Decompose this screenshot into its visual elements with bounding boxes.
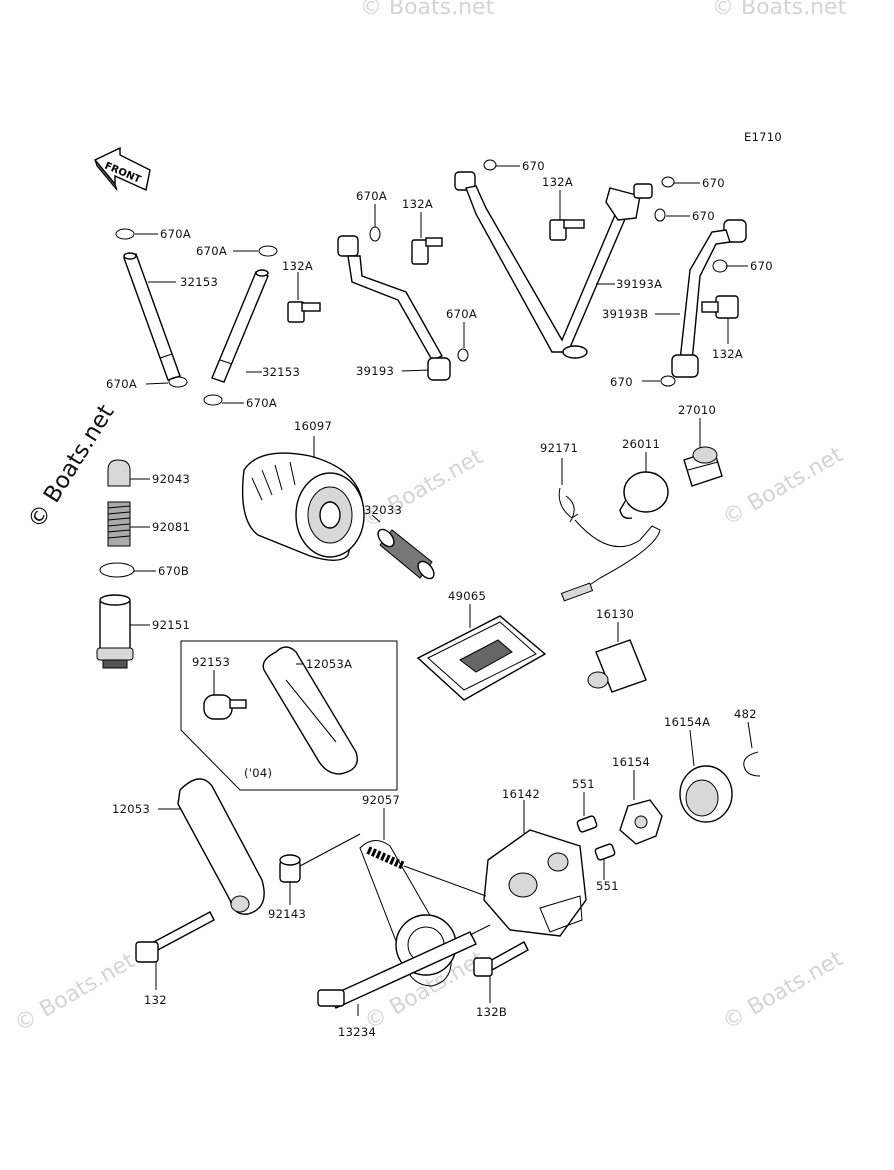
label-670A-c: 670A xyxy=(106,377,137,391)
label-132A-c: 132A xyxy=(542,175,573,189)
label-132: 132 xyxy=(144,993,167,1007)
watermark-top-1: © Boats.net xyxy=(360,0,495,20)
label-132B: 132B xyxy=(476,1005,507,1019)
year-box: ('04) xyxy=(180,640,398,791)
label-27010: 27010 xyxy=(678,403,716,417)
part-labels: 670A 32153 670A 32153 670A 670A 132A 670… xyxy=(106,159,773,1039)
label-12053A: 12053A xyxy=(306,657,352,671)
chain-guide xyxy=(177,778,265,915)
oil-pipe-39193A xyxy=(411,159,675,359)
pump-shaft xyxy=(317,931,477,1009)
watermarks: © Boats.net © Boats.net © Boats.net © Bo… xyxy=(11,0,848,1037)
label-39193: 39193 xyxy=(356,364,394,378)
label-39193A: 39193A xyxy=(616,277,662,291)
oil-pipe-right xyxy=(203,245,278,406)
oil-pipe-32033 xyxy=(377,528,435,580)
label-92057: 92057 xyxy=(362,793,400,807)
front-arrow: FRONT xyxy=(93,146,151,192)
label-32033: 32033 xyxy=(364,503,402,517)
label-49065: 49065 xyxy=(448,589,486,603)
watermark-side: © Boats.net xyxy=(23,400,119,533)
label-551-b: 551 xyxy=(596,879,619,893)
oil-pipe-left xyxy=(115,228,188,388)
watermark-mid-2: © Boats.net xyxy=(719,442,848,531)
label-16130: 16130 xyxy=(596,607,634,621)
oil-pipe-39193 xyxy=(287,226,469,381)
label-670A-a: 670A xyxy=(160,227,191,241)
label-92081: 92081 xyxy=(152,520,190,534)
label-482: 482 xyxy=(734,707,757,721)
diagram-code: E1710 xyxy=(744,130,782,144)
label-132A-d: 132A xyxy=(712,347,743,361)
label-670A-e: 670A xyxy=(356,189,387,203)
label-92151: 92151 xyxy=(152,618,190,632)
oil-filter xyxy=(241,452,365,561)
label-670-e: 670 xyxy=(610,375,633,389)
oil-pipe-fitting xyxy=(587,639,647,693)
label-16154A: 16154A xyxy=(664,715,710,729)
label-551-a: 551 xyxy=(572,777,595,791)
watermark-top-2: © Boats.net xyxy=(712,0,847,20)
label-32153-a: 32153 xyxy=(180,275,218,289)
outer-rotor xyxy=(679,765,733,823)
oil-pump xyxy=(483,829,587,937)
label-12053: 12053 xyxy=(112,802,150,816)
label-670A-f: 670A xyxy=(446,307,477,321)
dowel-pins xyxy=(576,815,616,861)
watermark-bot-1: © Boats.net xyxy=(11,948,140,1037)
year-note: ('04) xyxy=(244,766,272,780)
label-132A-b: 132A xyxy=(402,197,433,211)
label-670A-d: 670A xyxy=(246,396,277,410)
label-92153: 92153 xyxy=(192,655,230,669)
circlip xyxy=(743,751,761,777)
label-16142: 16142 xyxy=(502,787,540,801)
label-670-b: 670 xyxy=(702,176,725,190)
label-32153-b: 32153 xyxy=(262,365,300,379)
oil-pipe-39193B xyxy=(660,219,747,387)
label-670A-b: 670A xyxy=(196,244,227,258)
label-16154: 16154 xyxy=(612,755,650,769)
label-92043: 92043 xyxy=(152,472,190,486)
label-670-d: 670 xyxy=(750,259,773,273)
bolt-132 xyxy=(135,911,215,963)
label-670-c: 670 xyxy=(692,209,715,223)
label-670B: 670B xyxy=(158,564,189,578)
watermark-bot-3: © Boats.net xyxy=(719,946,848,1035)
label-132A-a: 132A xyxy=(282,259,313,273)
label-39193B: 39193B xyxy=(602,307,648,321)
label-92171: 92171 xyxy=(540,441,578,455)
oil-level-switch xyxy=(558,471,669,602)
oil-pressure-relief-valve xyxy=(96,459,135,669)
collar xyxy=(279,854,301,883)
label-670-a: 670 xyxy=(522,159,545,173)
label-92143: 92143 xyxy=(268,907,306,921)
label-13234: 13234 xyxy=(338,1025,376,1039)
leader-lines xyxy=(130,165,753,1016)
bolt-132B xyxy=(473,941,529,977)
oil-pressure-switch xyxy=(683,446,723,487)
label-16097: 16097 xyxy=(294,419,332,433)
label-26011: 26011 xyxy=(622,437,660,451)
oil-screen xyxy=(416,615,547,701)
inner-rotor xyxy=(619,799,663,845)
